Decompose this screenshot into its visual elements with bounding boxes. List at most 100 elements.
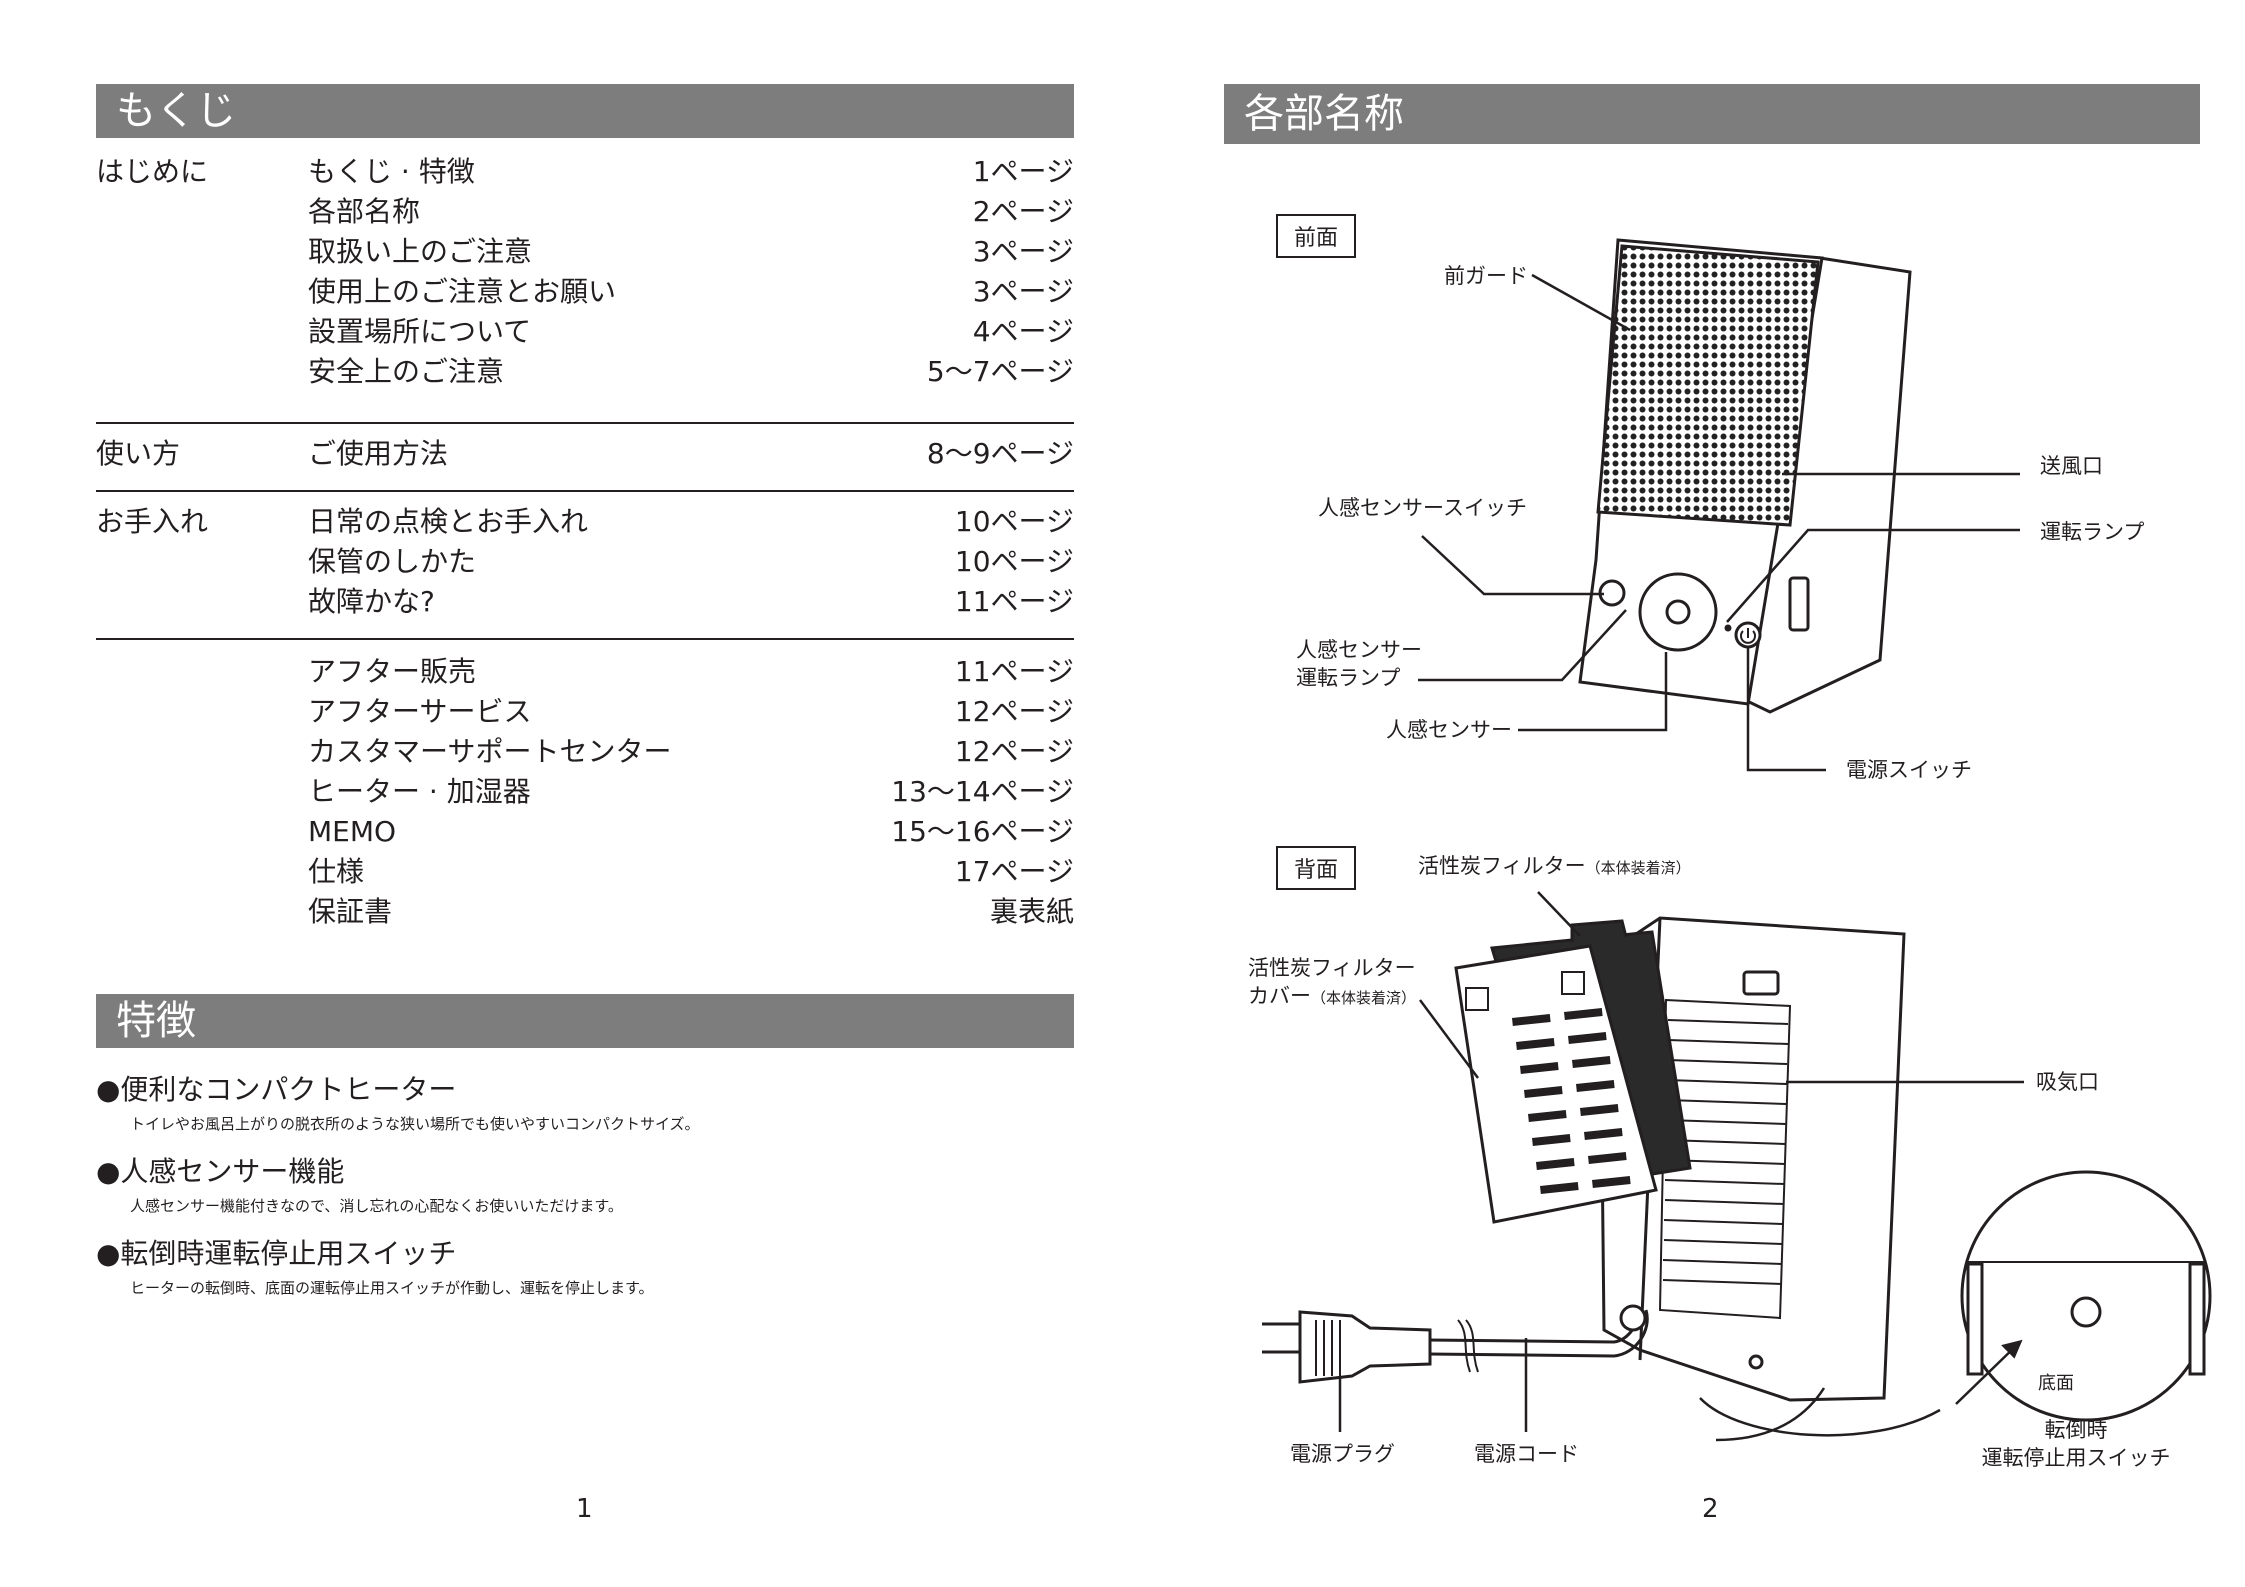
toc-row: アフター販売 11ページ xyxy=(0,652,2245,692)
bottom-label: 底面 xyxy=(2038,1373,2074,1394)
toc-page: 8〜9ページ xyxy=(926,437,1074,470)
toc-page: 10ページ xyxy=(954,505,1074,538)
toc-row: 使用上のご注意とお願い 3ページ xyxy=(0,272,2245,312)
filter-cover-label: 活性炭フィルター カバー（本体装着済） xyxy=(1248,954,1416,1012)
power-plug-label: 電源プラグ xyxy=(1290,1442,1395,1466)
filter-cover-label-line: 活性炭フィルター xyxy=(1248,956,1416,980)
air-intake-grille xyxy=(1658,998,1792,1320)
filter-cover-label-note: （本体装着済） xyxy=(1311,989,1417,1007)
tip-switch-icon xyxy=(2070,1296,2102,1328)
toc-row: お手入れ 日常の点検とお手入れ 10ページ xyxy=(0,502,2245,542)
toc-title: 各部名称 xyxy=(308,195,421,228)
sensor-lamp-label: 人感センサー 運転ランプ xyxy=(1296,636,1422,692)
filter-cover xyxy=(1454,944,1658,1224)
run-lamp-label: 運転ランプ xyxy=(2040,520,2145,544)
toc-row: 保証書 裏表紙 xyxy=(0,892,2245,932)
toc-page: 13〜14ページ xyxy=(891,775,1074,808)
toc-page: 12ページ xyxy=(954,695,1074,728)
front-guard-label: 前ガード xyxy=(1444,264,1528,288)
filter-label: 活性炭フィルター（本体装着済） xyxy=(1418,852,1691,882)
toc-row: はじめに もくじ · 特徴 1ページ xyxy=(0,152,2245,192)
feature-heading: ●人感センサー機能 xyxy=(96,1155,345,1188)
air-outlet-label: 送風口 xyxy=(2040,454,2103,478)
sensor-label: 人感センサー xyxy=(1386,718,1512,742)
power-cord xyxy=(1427,1304,1649,1373)
feature-description: 人感センサー機能付きなので、消し忘れの心配なくお使いいただけます。 xyxy=(130,1197,623,1215)
toc-page: 17ページ xyxy=(954,855,1074,888)
toc-page: 12ページ xyxy=(954,735,1074,768)
toc-title: カスタマーサポートセンター xyxy=(308,735,672,768)
feature-description: トイレやお風呂上がりの脱衣所のような狭い場所でも使いやすいコンパクトサイズ。 xyxy=(130,1115,700,1133)
filter-label-note: （本体装着済） xyxy=(1585,859,1691,877)
toc-page: 5〜7ページ xyxy=(926,355,1074,388)
toc-row: 設置場所について 4ページ xyxy=(0,312,2245,352)
toc-row: 使い方 ご使用方法 8〜9ページ xyxy=(0,434,2245,474)
toc-row: 安全上のご注意 5〜7ページ xyxy=(0,352,2245,392)
toc-category: お手入れ xyxy=(96,505,209,538)
toc-page: 4ページ xyxy=(972,315,1074,348)
tip-switch-label-line: 転倒時 xyxy=(2044,1418,2108,1442)
page-number: 2 xyxy=(1702,1494,1719,1524)
filter-cover-label-line: カバー xyxy=(1248,984,1311,1008)
parts-header: 各部名称 xyxy=(1224,84,2200,144)
toc-category: 使い方 xyxy=(96,437,181,470)
toc-page: 3ページ xyxy=(972,235,1074,268)
features-header: 特徴 xyxy=(96,994,1074,1048)
toc-title: ヒーター · 加湿器 xyxy=(308,775,531,808)
toc-page: 裏表紙 xyxy=(989,895,1074,928)
toc-category: はじめに xyxy=(96,155,209,188)
toc-title: 取扱い上のご注意 xyxy=(308,235,533,268)
back-heater xyxy=(1454,916,1906,1402)
toc-title: 設置場所について xyxy=(308,315,532,348)
power-cord-label: 電源コード xyxy=(1474,1442,1579,1466)
toc-title: 日常の点検とお手入れ xyxy=(308,505,589,538)
power-plug xyxy=(1262,1310,1432,1384)
toc-row: MEMO 15〜16ページ xyxy=(0,812,2245,852)
tip-switch-label-line: 運転停止用スイッチ xyxy=(1981,1446,2171,1470)
feature-description: ヒーターの転倒時、底面の運転停止用スイッチが作動し、運転を停止します。 xyxy=(130,1279,654,1297)
sensor-switch-label: 人感センサースイッチ xyxy=(1318,496,1527,520)
toc-title: アフター販売 xyxy=(308,655,477,688)
toc-row: ヒーター · 加湿器 13〜14ページ xyxy=(0,772,2245,812)
sensor-lamp-label-line: 運転ランプ xyxy=(1296,666,1401,690)
filter-label-text: 活性炭フィルター xyxy=(1418,854,1586,878)
toc-divider xyxy=(96,638,1074,640)
toc-title: MEMO xyxy=(308,815,397,848)
air-intake-label: 吸気口 xyxy=(2036,1070,2099,1094)
toc-title: ご使用方法 xyxy=(308,437,449,470)
toc-title: 保管のしかた xyxy=(308,545,477,578)
sensor-lamp-label-line: 人感センサー xyxy=(1296,638,1422,662)
toc-row: 故障かな? 11ページ xyxy=(0,582,2245,622)
toc-page: 3ページ xyxy=(972,275,1074,308)
toc-row: アフターサービス 12ページ xyxy=(0,692,2245,732)
power-switch-label: 電源スイッチ xyxy=(1846,758,1972,782)
feature-heading: ●転倒時運転停止用スイッチ xyxy=(96,1237,457,1270)
toc-title: アフターサービス xyxy=(308,695,532,728)
toc-title: もくじ · 特徴 xyxy=(308,155,475,188)
toc-row: 保管のしかた 10ページ xyxy=(0,542,2245,582)
run-lamp-icon xyxy=(1724,624,1732,632)
back-leader-lines xyxy=(1338,891,2024,1432)
toc-page: 1ページ xyxy=(972,155,1074,188)
toc-title: 安全上のご注意 xyxy=(308,355,505,388)
toc-page: 10ページ xyxy=(954,545,1074,578)
toc-divider xyxy=(96,422,1074,424)
toc-row: 仕様 17ページ xyxy=(0,852,2245,892)
toc-divider xyxy=(96,490,1074,492)
toc-title: 仕様 xyxy=(308,855,365,888)
front-leader-lines xyxy=(1418,273,2020,772)
toc-page: 11ページ xyxy=(954,585,1074,618)
side-button xyxy=(1788,576,1810,632)
toc-title: 保証書 xyxy=(308,895,393,928)
toc-header: もくじ xyxy=(96,84,1074,138)
front-heater xyxy=(1578,238,1912,714)
bottom-zoom xyxy=(1699,1170,2212,1442)
toc-page: 15〜16ページ xyxy=(891,815,1074,848)
toc-title: 故障かな? xyxy=(308,585,435,618)
front-guard-mesh xyxy=(1596,244,1820,527)
front-box-label: 前面 xyxy=(1276,214,1357,258)
page-number: 1 xyxy=(576,1494,593,1524)
feature-heading: ●便利なコンパクトヒーター xyxy=(96,1073,457,1106)
tip-switch-label: 転倒時 運転停止用スイッチ xyxy=(1956,1416,2196,1472)
